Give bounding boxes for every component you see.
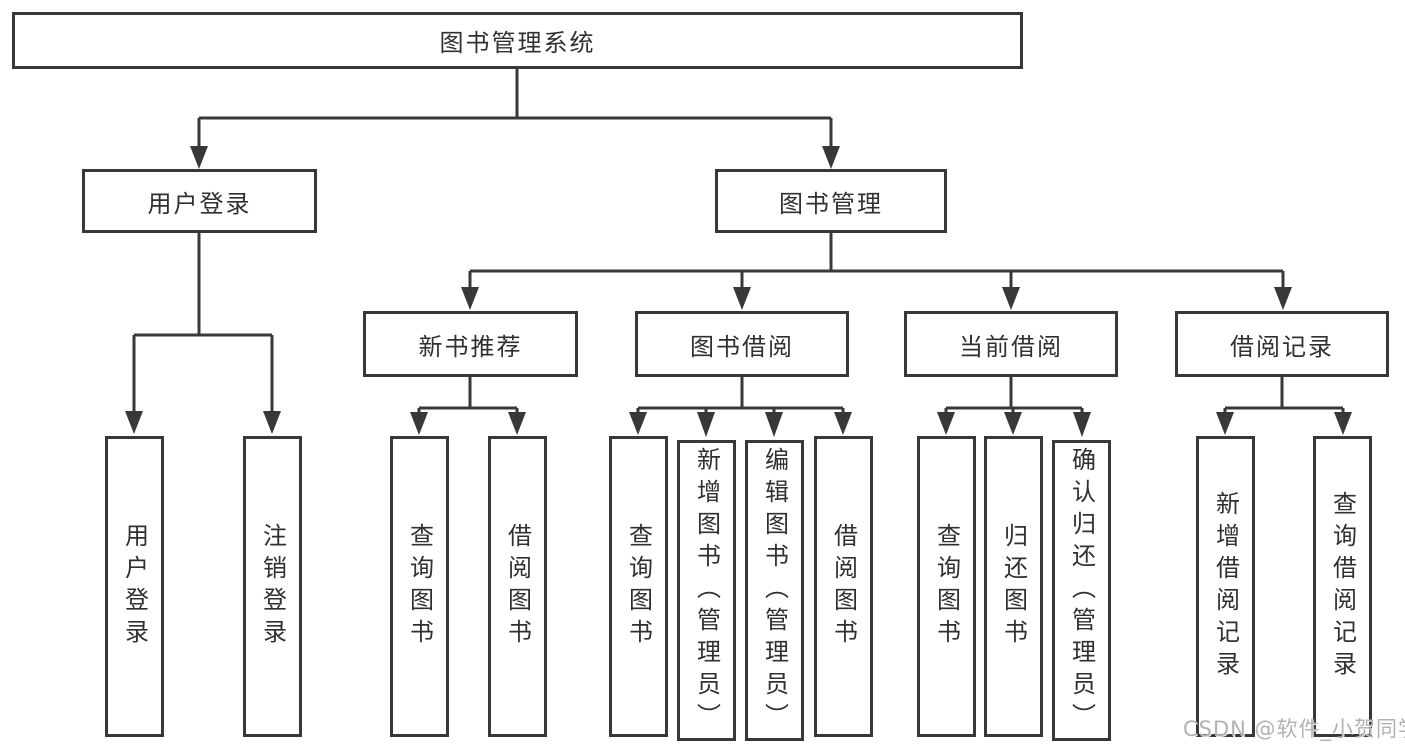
node-label: 借阅图书 [503, 522, 532, 651]
node-label: 图书管理 [779, 189, 883, 218]
leaf-current-query-books: 查询图书 [917, 436, 976, 737]
leaf-borrow-borrow-books: 借阅图书 [814, 436, 873, 737]
leaf-rec-query-books: 查询图书 [390, 436, 449, 737]
node-current-borrow: 当前借阅 [904, 311, 1118, 377]
node-label: 查询借阅记录 [1328, 490, 1357, 683]
node-label: 查询图书 [405, 522, 434, 651]
node-label: 确认归还（管理员） [1067, 446, 1096, 735]
leaf-current-confirm-return-admin: 确认归还（管理员） [1052, 440, 1111, 741]
leaf-records-query-record: 查询借阅记录 [1313, 436, 1372, 737]
connector-borrow-records [1216, 377, 1352, 435]
leaf-login: 用户登录 [105, 436, 164, 737]
node-label: 查询图书 [624, 522, 653, 651]
leaf-borrow-query-books: 查询图书 [609, 436, 668, 737]
node-label: 借阅记录 [1230, 332, 1334, 361]
leaf-borrow-add-books-admin: 新增图书（管理员） [677, 440, 736, 741]
node-book-borrow: 图书借阅 [635, 311, 849, 377]
connector-root [190, 69, 840, 169]
connector-management [461, 233, 1292, 310]
node-label: 新增图书（管理员） [692, 446, 721, 735]
node-book-management: 图书管理 [715, 169, 947, 233]
leaf-logout: 注销登录 [243, 436, 302, 737]
leaf-rec-borrow-books: 借阅图书 [488, 436, 547, 737]
connector-current-borrow [937, 377, 1091, 437]
csdn-watermark: CSDN @软件_小贺同学 [1183, 717, 1405, 741]
node-label: 归还图书 [999, 522, 1028, 651]
node-label: 新增借阅记录 [1211, 490, 1240, 683]
leaf-current-return-books: 归还图书 [984, 436, 1043, 737]
node-new-book-recommend: 新书推荐 [363, 311, 578, 377]
node-label: 注销登录 [258, 522, 287, 651]
leaf-records-add-record: 新增借阅记录 [1196, 436, 1255, 737]
node-label: 借阅图书 [829, 522, 858, 651]
node-user-login: 用户登录 [82, 169, 317, 233]
leaf-borrow-edit-books-admin: 编辑图书（管理员） [745, 440, 804, 741]
node-label: 图书管理系统 [439, 29, 596, 57]
node-borrow-records: 借阅记录 [1175, 311, 1389, 377]
node-label: 编辑图书（管理员） [760, 446, 789, 735]
connector-login [125, 233, 281, 434]
node-label: 用户登录 [120, 522, 149, 651]
node-label: 查询图书 [932, 522, 961, 651]
connector-book-borrow [629, 377, 852, 437]
node-label: 图书借阅 [690, 332, 794, 361]
node-label: 当前借阅 [959, 332, 1063, 361]
node-root: 图书管理系统 [12, 12, 1023, 69]
node-label: 用户登录 [147, 189, 252, 218]
connector-new-book-recommend [410, 377, 526, 435]
node-label: 新书推荐 [418, 332, 523, 361]
